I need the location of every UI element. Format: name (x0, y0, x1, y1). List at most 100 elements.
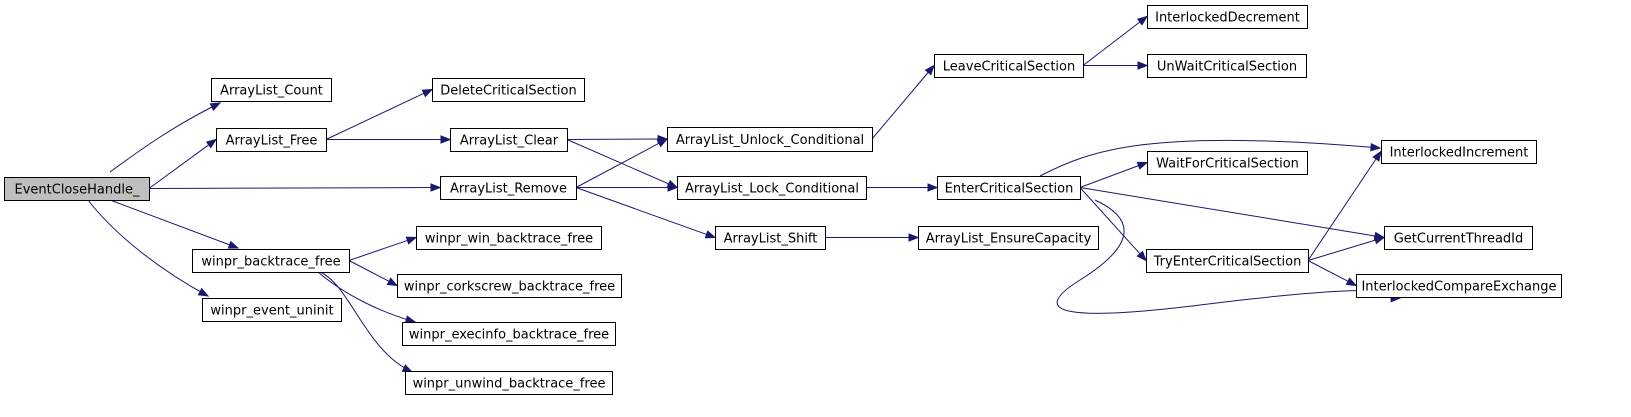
node-eventclosehandle[interactable]: EventCloseHandle_ (4, 177, 150, 201)
edge-arraylist-clear-to-arraylist-unlock-conditional (566, 134, 669, 144)
arrowhead-icon (205, 138, 218, 149)
edges-layer (87, 15, 1402, 373)
node-winpr-event-uninit[interactable]: winpr_event_uninit (202, 298, 342, 322)
edge-winpr-backtrace-free-to-winpr-corkscrew-backtrace-free (348, 260, 399, 287)
edge-line (348, 239, 408, 261)
edge-eventclosehandle-to-arraylist-count (109, 102, 222, 173)
arrowhead-icon (667, 183, 679, 192)
node-interlockedcompareexchange[interactable]: InterlockedCompareExchange (1356, 274, 1562, 298)
node-box (934, 54, 1084, 78)
node-arraylist-shift[interactable]: ArrayList_Shift (715, 226, 826, 250)
edge-tryentercriticalsection-to-getcurrentthreadid (1307, 236, 1386, 261)
edge-line (148, 144, 210, 189)
arrowhead-icon (1370, 142, 1382, 152)
node-unwaitcriticalsection[interactable]: UnWaitCriticalSection (1147, 54, 1307, 78)
edge-line (871, 72, 929, 140)
arrowhead-icon (440, 135, 452, 144)
edge-line (348, 260, 390, 282)
edge-eventclosehandle-to-winpr-event-uninit (87, 199, 210, 297)
node-arraylist-lock-conditional[interactable]: ArrayList_Lock_Conditional (677, 176, 867, 200)
edge-entercriticalsection-to-waitforcriticalsection (1079, 161, 1149, 188)
node-box (432, 78, 585, 102)
edge-leavecriticalsection-to-unwaitcriticalsection (1083, 61, 1149, 70)
edge-line (325, 92, 425, 140)
edge-arraylist-lock-conditional-to-entercriticalsection (866, 183, 939, 192)
node-arraylist-unlock-conditional[interactable]: ArrayList_Unlock_Conditional (667, 127, 873, 152)
edge-line (1056, 199, 1401, 314)
edge-line (575, 187, 707, 235)
edge-line (575, 142, 660, 188)
arrowhead-icon (404, 315, 417, 324)
node-label: EnterCriticalSection (945, 182, 1074, 197)
edge-line (1082, 21, 1141, 66)
edge-eventclosehandle-to-arraylist-remove (148, 183, 442, 192)
node-box (202, 298, 342, 322)
arrowhead-icon (209, 102, 222, 111)
node-arraylist-remove[interactable]: ArrayList_Remove (440, 176, 577, 200)
node-box (4, 177, 150, 201)
node-waitforcriticalsection[interactable]: WaitForCriticalSection (1147, 151, 1308, 175)
node-deletecriticalsection[interactable]: DeleteCriticalSection (432, 78, 585, 102)
node-winpr-backtrace-free[interactable]: winpr_backtrace_free (192, 249, 350, 273)
node-tryentercriticalsection[interactable]: TryEnterCriticalSection (1146, 249, 1309, 273)
edge-arraylist-remove-to-arraylist-unlock-conditional (575, 138, 669, 188)
arrowhead-icon (927, 183, 939, 192)
arrowhead-icon (401, 364, 414, 373)
arrowhead-icon (1372, 150, 1382, 162)
arrowhead-icon (1345, 277, 1358, 287)
edge-arraylist-remove-to-arraylist-lock-conditional (576, 183, 679, 192)
edge-tryentercriticalsection-to-interlockedincrement (1307, 150, 1382, 261)
node-winpr-unwind-backtrace-free[interactable]: winpr_unwind_backtrace_free (405, 371, 613, 395)
edge-leavecriticalsection-to-interlockeddecrement (1082, 15, 1149, 66)
node-arraylist-clear[interactable]: ArrayList_Clear (450, 128, 568, 152)
node-winpr-corkscrew-backtrace-free[interactable]: winpr_corkscrew_backtrace_free (397, 274, 622, 298)
edge-entercriticalsection-to-getcurrentthreadid (1079, 187, 1386, 241)
node-arraylist-free[interactable]: ArrayList_Free (216, 128, 327, 152)
arrowhead-icon (1137, 61, 1149, 70)
arrowhead-icon (430, 183, 442, 192)
node-box (405, 371, 613, 395)
node-arraylist-count[interactable]: ArrayList_Count (211, 78, 332, 102)
edge-line (1039, 139, 1381, 177)
edge-line (1079, 187, 1141, 255)
node-label: ArrayList_EnsureCapacity (926, 232, 1092, 247)
node-winpr-win-backtrace-free[interactable]: winpr_win_backtrace_free (416, 226, 602, 250)
node-interlockeddecrement[interactable]: InterlockedDecrement (1147, 5, 1308, 29)
node-label: InterlockedIncrement (1390, 146, 1529, 161)
node-label: UnWaitCriticalSection (1157, 60, 1297, 75)
node-leavecriticalsection[interactable]: LeaveCriticalSection (934, 54, 1084, 78)
node-label: ArrayList_Count (220, 84, 323, 99)
node-label: InterlockedCompareExchange (1361, 280, 1556, 295)
edge-line (109, 199, 239, 249)
node-label: winpr_corkscrew_backtrace_free (404, 280, 615, 295)
node-entercriticalsection[interactable]: EnterCriticalSection (937, 176, 1081, 200)
edge-arraylist-unlock-conditional-to-leavecriticalsection (871, 64, 935, 140)
node-box (402, 322, 616, 346)
node-label: LeaveCriticalSection (943, 60, 1075, 75)
arrowhead-icon (386, 277, 399, 287)
edge-entercriticalsection-to-interlockedincrement (1039, 139, 1382, 177)
node-arraylist-ensurecapacity[interactable]: ArrayList_EnsureCapacity (918, 226, 1099, 250)
edge-arraylist-free-to-arraylist-clear (326, 135, 452, 144)
edge-line (319, 271, 413, 373)
node-interlockedincrement[interactable]: InterlockedIncrement (1381, 140, 1537, 164)
arrowhead-icon (1373, 236, 1386, 245)
node-label: ArrayList_Clear (460, 134, 559, 149)
edge-arraylist-remove-to-arraylist-shift (575, 187, 717, 239)
node-label: winpr_event_uninit (210, 304, 333, 319)
node-winpr-execinfo-backtrace-free[interactable]: winpr_execinfo_backtrace_free (402, 322, 616, 346)
node-label: ArrayList_Shift (724, 232, 818, 247)
arrowhead-icon (421, 88, 434, 98)
arrowhead-icon (405, 236, 418, 245)
node-box (918, 226, 1099, 250)
node-label: EventCloseHandle_ (15, 183, 140, 198)
node-getcurrentthreadid[interactable]: GetCurrentThreadId (1384, 226, 1533, 250)
node-box (1147, 54, 1307, 78)
edge-line (1307, 239, 1376, 261)
node-label: DeleteCriticalSection (440, 84, 576, 99)
edge-line (1307, 158, 1377, 261)
edge-eventclosehandle-to-arraylist-free (148, 138, 218, 189)
node-box (1147, 5, 1308, 29)
arrowhead-icon (924, 64, 935, 76)
edge-line (1307, 260, 1349, 282)
